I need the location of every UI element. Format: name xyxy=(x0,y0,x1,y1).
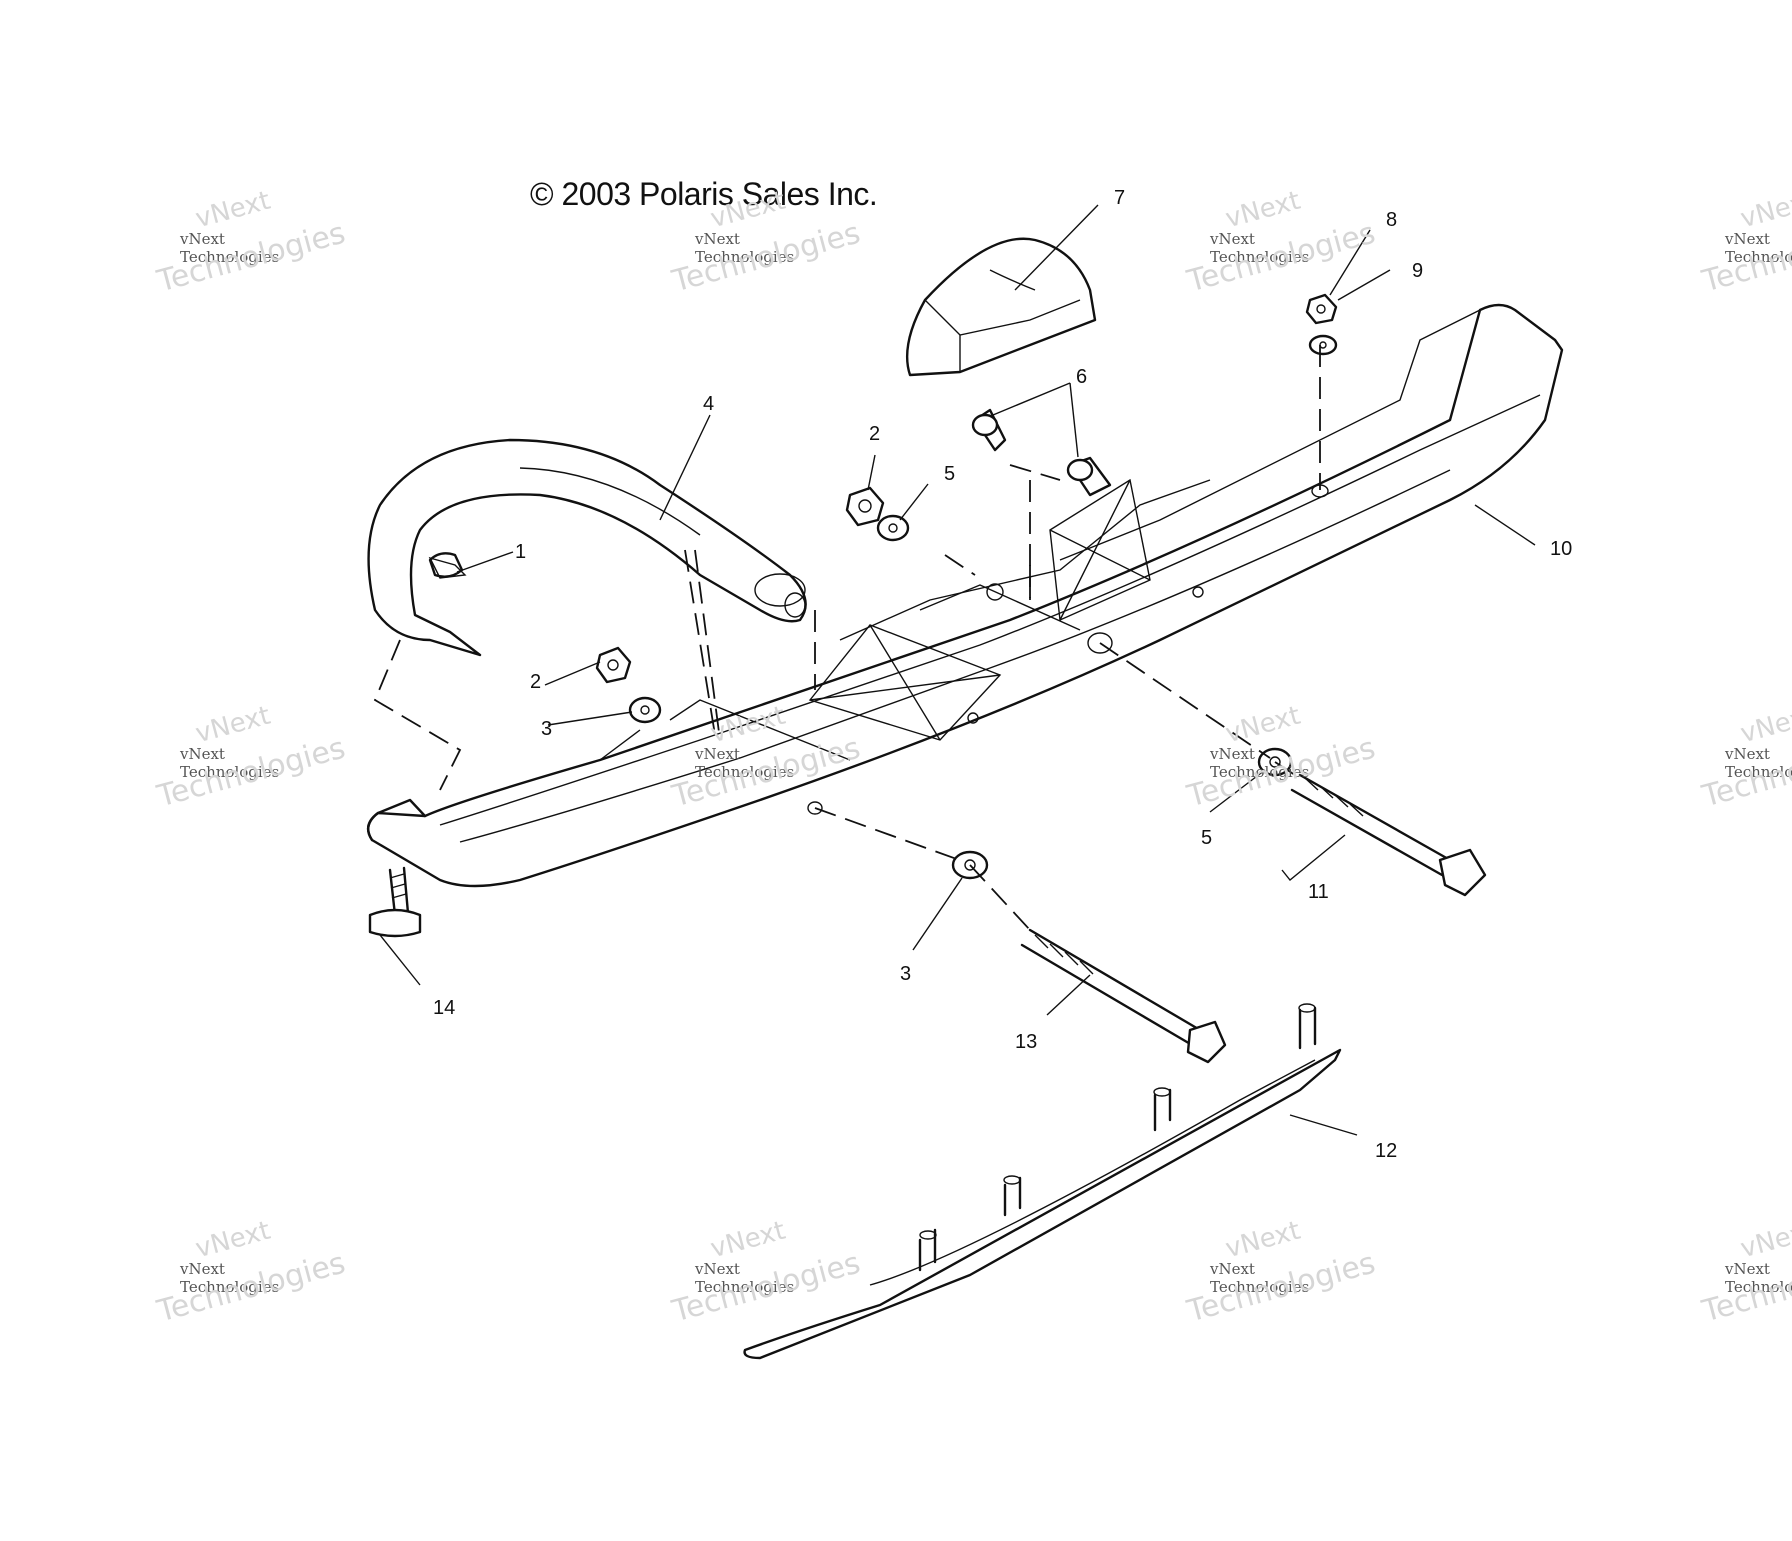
hardware-parts xyxy=(428,293,1338,880)
part-12-wearbar xyxy=(743,1003,1342,1360)
callout-12: 12 xyxy=(1375,1140,1397,1162)
callout-11: 11 xyxy=(1308,881,1329,903)
part-14-bolt xyxy=(368,866,422,938)
callout-6: 6 xyxy=(1076,366,1087,388)
callout-1: 1 xyxy=(515,541,526,563)
part-4-handle xyxy=(367,438,807,657)
part-7-bumper xyxy=(906,237,1097,377)
callout-5-upper: 5 xyxy=(944,463,955,485)
callout-3-upper: 3 xyxy=(541,718,552,740)
copyright-text: © 2003 Polaris Sales Inc. xyxy=(530,176,878,212)
part-10-ski xyxy=(366,303,1564,888)
callout-3-lower: 3 xyxy=(900,963,911,985)
callout-2-lower: 2 xyxy=(530,671,541,693)
callout-14: 14 xyxy=(433,997,455,1019)
callout-10: 10 xyxy=(1550,538,1572,560)
callout-5-lower: 5 xyxy=(1201,827,1212,849)
leader-lines xyxy=(379,204,1536,1136)
assembly-lines xyxy=(373,345,1321,931)
callout-8: 8 xyxy=(1386,209,1397,231)
part-11-bolt xyxy=(1290,773,1487,897)
callout-9: 9 xyxy=(1412,260,1423,282)
callout-13: 13 xyxy=(1015,1031,1037,1053)
part-13-bolt xyxy=(1020,928,1227,1064)
callout-labels: 1 2 2 3 3 4 5 5 6 7 8 9 10 11 12 13 14 xyxy=(433,187,1572,1162)
callout-7: 7 xyxy=(1114,187,1125,209)
callout-2-upper: 2 xyxy=(869,423,880,445)
callout-4: 4 xyxy=(703,393,714,415)
